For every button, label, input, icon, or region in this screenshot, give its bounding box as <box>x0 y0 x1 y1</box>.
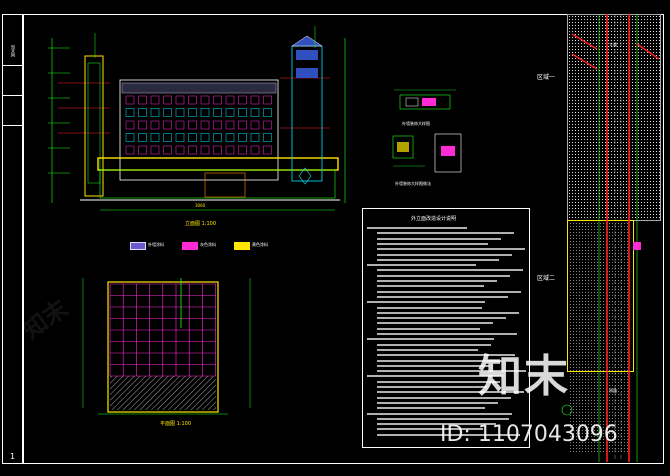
legend: 外墙涂料 灰色涂料 黄色涂料 <box>130 241 280 251</box>
note-line <box>377 364 489 367</box>
legend-label: 灰色涂料 <box>200 242 216 247</box>
note-line <box>377 269 523 272</box>
road-label: 大道 <box>609 42 617 47</box>
note-line <box>377 327 480 330</box>
detail-a-caption: 外墙装饰大样图 <box>402 121 430 126</box>
detail-drawing-b <box>392 133 462 173</box>
note-line <box>377 248 525 251</box>
note-line <box>377 322 493 325</box>
bottom-road-label: 原路 <box>609 388 617 393</box>
note-line <box>367 338 494 341</box>
note-line <box>377 280 497 282</box>
elevation-drawing <box>48 26 346 211</box>
note-line <box>377 258 499 261</box>
legend-swatch <box>130 242 146 250</box>
brand-watermark: 知末 <box>478 351 570 402</box>
note-line <box>377 237 501 240</box>
note-line <box>377 317 506 320</box>
note-line <box>377 423 496 426</box>
note-line <box>367 412 512 415</box>
note-line <box>377 348 478 351</box>
note-line <box>367 375 503 378</box>
note-line <box>377 433 520 436</box>
detail-b-caption: 外墙装饰大样图做法 <box>395 181 431 186</box>
legend-label: 黄色涂料 <box>252 242 268 247</box>
note-line <box>367 301 485 304</box>
note-line <box>377 232 514 235</box>
note-line <box>377 396 511 399</box>
note-line <box>377 354 515 357</box>
title-block-text: 知末网 <box>11 45 16 57</box>
note-line <box>377 380 500 383</box>
note-line <box>377 428 483 431</box>
drawing-frame <box>22 14 664 464</box>
detail-drawing-a <box>394 89 456 110</box>
note-line <box>377 401 498 404</box>
note-line <box>377 311 519 314</box>
plan-drawing <box>82 278 251 415</box>
zone-2-label: 区域二 <box>537 275 556 282</box>
note-line <box>377 285 484 288</box>
note-line <box>377 274 510 277</box>
id-watermark: ID: 1107043096 <box>440 422 618 447</box>
note-line <box>367 227 467 229</box>
note-line <box>377 333 517 335</box>
note-line <box>377 391 524 394</box>
legend-label: 外墙涂料 <box>148 242 164 247</box>
legend-swatch <box>182 242 198 250</box>
note-line <box>377 417 509 420</box>
plan-caption: 平面图 1:100 <box>160 421 191 427</box>
note-line <box>377 343 491 346</box>
note-line <box>377 359 502 362</box>
zone-1-label: 区域一 <box>537 74 556 81</box>
note-line <box>377 290 521 293</box>
note-line <box>367 264 476 267</box>
legend-swatch <box>234 242 250 250</box>
elevation-caption: 立面图 1:100 <box>185 221 216 227</box>
note-line <box>377 306 482 309</box>
note-line <box>377 386 487 388</box>
page-number: 1 <box>10 452 16 461</box>
title-block: 知末网 <box>2 14 24 464</box>
note-line <box>377 295 508 298</box>
road-lines <box>561 14 660 462</box>
elevation-dimension: 3060 <box>195 203 206 208</box>
note-line <box>377 242 488 245</box>
notes-title: 外立面改造设计说明 <box>411 216 457 222</box>
note-line <box>377 253 512 256</box>
design-notes: 外立面改造设计说明 <box>362 208 530 448</box>
site-map: 大道 区域一 区域二 原路 <box>537 14 662 462</box>
note-line <box>377 370 526 373</box>
note-line <box>377 407 485 410</box>
